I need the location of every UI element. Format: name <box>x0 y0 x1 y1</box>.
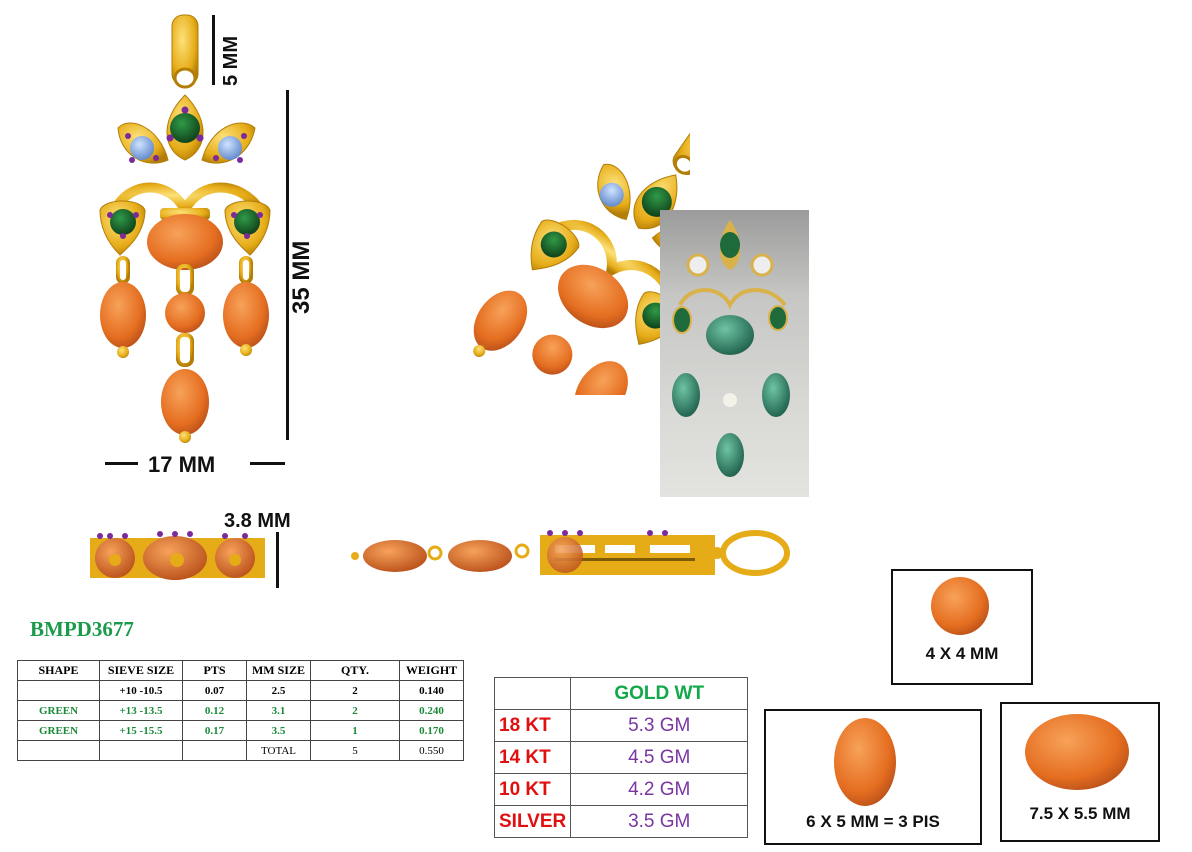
cell-shape: GREEN <box>17 700 100 721</box>
width-dimension-label: 17 MM <box>148 452 216 477</box>
side-profile-render <box>351 530 790 576</box>
bead-size-label: 4 X 4 MM <box>925 644 999 663</box>
bead-size-label: 7.5 X 5.5 MM <box>1029 804 1131 823</box>
header-qty: QTY. <box>310 660 400 681</box>
gold-row: 10 KT 4.2 GM <box>493 773 749 806</box>
metal-label: 14 KT <box>493 741 572 774</box>
metal-weight: 4.2 GM <box>570 773 749 806</box>
design-code: BMPD3677 <box>30 617 134 641</box>
table-row: +10 -10.5 0.07 2.5 2 0.140 <box>17 680 464 701</box>
bead-box-ellipse: 7.5 X 5.5 MM <box>1000 702 1160 842</box>
width-dimension-line-left <box>105 462 138 465</box>
depth-dimension-label: 3.8 MM <box>224 510 291 532</box>
header-sieve-size: SIEVE SIZE <box>99 660 183 681</box>
height-dimension-label: 35 MM <box>288 240 315 314</box>
total-qty: 5 <box>310 740 400 761</box>
table-header-row: SHAPE SIEVE SIZE PTS MM SIZE QTY. WEIGHT <box>17 660 464 681</box>
oval-bead-image <box>834 718 896 806</box>
metal-weight: 3.5 GM <box>570 805 749 838</box>
cell-sieve: +10 -10.5 <box>99 680 183 701</box>
total-label: TOTAL <box>246 740 311 761</box>
perspective-view-render <box>473 110 690 395</box>
cell-qty: 2 <box>310 680 400 701</box>
cell-mm: 2.5 <box>246 680 311 701</box>
bail-dimension-line <box>212 15 215 85</box>
metal-label: 10 KT <box>493 773 572 806</box>
gold-weight-table: GOLD WT 18 KT 5.3 GM 14 KT 4.5 GM 10 KT … <box>493 677 749 838</box>
total-weight: 0.550 <box>399 740 464 761</box>
cell-pts: 0.12 <box>182 700 247 721</box>
gold-row: 18 KT 5.3 GM <box>493 709 749 742</box>
cell-weight: 0.140 <box>399 680 464 701</box>
cell-sieve: +13 -13.5 <box>99 700 183 721</box>
cell-pts: 0.07 <box>182 680 247 701</box>
metal-weight: 4.5 GM <box>570 741 749 774</box>
depth-dimension-line <box>276 532 279 588</box>
gold-header-row: GOLD WT <box>493 677 749 710</box>
cell-qty: 2 <box>310 700 400 721</box>
metal-label: SILVER <box>493 805 572 838</box>
reference-photo-image <box>672 220 790 477</box>
table-total-row: TOTAL 5 0.550 <box>17 740 464 761</box>
cell-pts: 0.17 <box>182 720 247 741</box>
bead-size-label: 6 X 5 MM = 3 PIS <box>806 812 940 831</box>
width-dimension-line-right <box>250 462 285 465</box>
header-shape: SHAPE <box>17 660 100 681</box>
table-row: GREEN +15 -15.5 0.17 3.5 1 0.170 <box>17 720 464 741</box>
stone-details-table: SHAPE SIEVE SIZE PTS MM SIZE QTY. WEIGHT… <box>17 660 464 761</box>
cell-weight: 0.170 <box>399 720 464 741</box>
cell-mm: 3.1 <box>246 700 311 721</box>
ellipse-bead-image <box>1025 714 1129 790</box>
bead-box-oval: 6 X 5 MM = 3 PIS <box>764 709 982 845</box>
front-view-render <box>99 14 271 443</box>
metal-weight: 5.3 GM <box>570 709 749 742</box>
height-dimension-line <box>286 90 289 440</box>
gold-weight-header: GOLD WT <box>570 677 749 710</box>
bail-dimension-label: 5 MM <box>220 36 242 86</box>
reference-photo <box>660 210 809 497</box>
gold-row: SILVER 3.5 GM <box>493 805 749 838</box>
round-bead-image <box>931 577 989 635</box>
cell-shape: GREEN <box>17 720 100 741</box>
header-pts: PTS <box>182 660 247 681</box>
bead-box-round: 4 X 4 MM <box>891 569 1033 685</box>
header-weight: WEIGHT <box>399 660 464 681</box>
cell-weight: 0.240 <box>399 700 464 721</box>
cell-qty: 1 <box>310 720 400 741</box>
gold-row: 14 KT 4.5 GM <box>493 741 749 774</box>
header-mm-size: MM SIZE <box>246 660 311 681</box>
side-view-render <box>90 531 265 580</box>
cell-shape <box>17 680 100 701</box>
metal-label: 18 KT <box>493 709 572 742</box>
table-row: GREEN +13 -13.5 0.12 3.1 2 0.240 <box>17 700 464 721</box>
cell-sieve: +15 -15.5 <box>99 720 183 741</box>
cell-mm: 3.5 <box>246 720 311 741</box>
